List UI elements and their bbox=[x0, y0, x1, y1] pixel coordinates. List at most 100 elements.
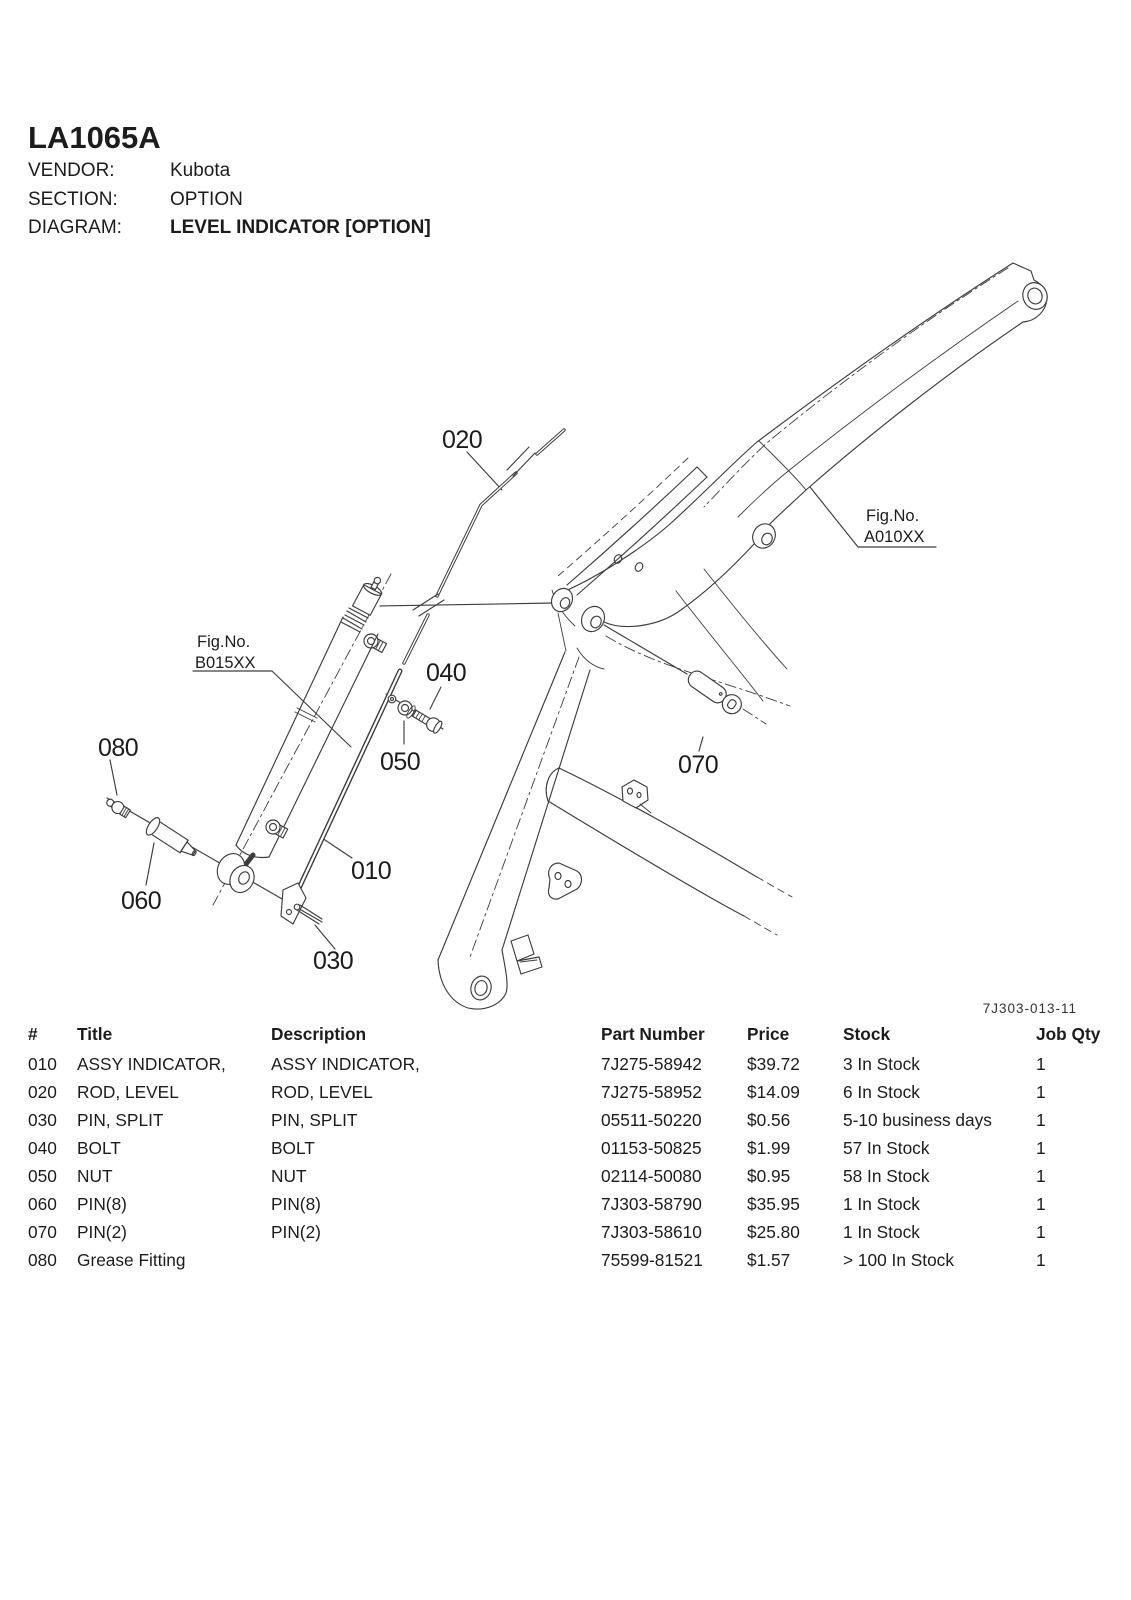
cell-num: 070 bbox=[28, 1221, 57, 1242]
cell-price: $35.95 bbox=[747, 1193, 800, 1214]
cell-stock: 5-10 business days bbox=[843, 1109, 992, 1130]
gland-rings bbox=[340, 607, 369, 633]
cell-description: BOLT bbox=[271, 1137, 315, 1158]
fasteners-040-050 bbox=[387, 694, 443, 734]
level-rod-020 bbox=[402, 428, 566, 665]
callout-labels: 020 040 050 010 030 060 080 070 Fig.No. … bbox=[98, 426, 1077, 1016]
cell-price: $0.56 bbox=[747, 1109, 791, 1130]
nut-050 bbox=[397, 700, 413, 716]
pin-070 bbox=[687, 670, 742, 715]
cell-stock: 1 In Stock bbox=[843, 1193, 920, 1214]
table-row: 030 PIN, SPLIT PIN, SPLIT 05511-50220 $0… bbox=[28, 1106, 1111, 1134]
callout-040: 040 bbox=[426, 659, 466, 687]
table-row: 040 BOLT BOLT 01153-50825 $1.99 57 In St… bbox=[28, 1134, 1111, 1162]
cell-price: $0.95 bbox=[747, 1165, 791, 1186]
cell-stock: 57 In Stock bbox=[843, 1137, 930, 1158]
cell-num: 050 bbox=[28, 1165, 57, 1186]
cell-stock: > 100 In Stock bbox=[843, 1249, 954, 1270]
cell-part-number: 75599-81521 bbox=[601, 1249, 703, 1270]
cell-job-qty: 1 bbox=[1036, 1165, 1046, 1186]
cell-price: $1.99 bbox=[747, 1137, 791, 1158]
bolt-040 bbox=[411, 709, 443, 734]
cell-price: $25.80 bbox=[747, 1221, 800, 1242]
leader-lines bbox=[106, 451, 937, 950]
callout-010: 010 bbox=[351, 857, 391, 885]
col-num: # bbox=[28, 1023, 38, 1044]
fig-label-a-line2: A010XX bbox=[864, 528, 925, 546]
table-row: 050 NUT NUT 02114-50080 $0.95 58 In Stoc… bbox=[28, 1162, 1111, 1190]
cell-description: NUT bbox=[271, 1165, 307, 1186]
cell-part-number: 7J275-58952 bbox=[601, 1081, 702, 1102]
col-part-number: Part Number bbox=[601, 1023, 705, 1044]
cell-price: $14.09 bbox=[747, 1081, 800, 1102]
callout-080: 080 bbox=[98, 734, 138, 762]
cell-num: 020 bbox=[28, 1081, 57, 1102]
vendor-row: VENDOR: Kubota bbox=[28, 157, 431, 186]
section-row: SECTION: OPTION bbox=[28, 186, 431, 215]
cell-stock: 58 In Stock bbox=[843, 1165, 930, 1186]
cell-num: 040 bbox=[28, 1137, 57, 1158]
cell-job-qty: 1 bbox=[1036, 1053, 1046, 1074]
cell-title: ROD, LEVEL bbox=[77, 1081, 179, 1102]
cell-part-number: 01153-50825 bbox=[601, 1137, 702, 1158]
parts-table: # Title Description Part Number Price St… bbox=[28, 1018, 1111, 1274]
cell-description: PIN(8) bbox=[271, 1193, 321, 1214]
cell-job-qty: 1 bbox=[1036, 1193, 1046, 1214]
table-header-row: # Title Description Part Number Price St… bbox=[28, 1018, 1111, 1050]
cell-num: 010 bbox=[28, 1053, 57, 1074]
header-meta: VENDOR: Kubota SECTION: OPTION DIAGRAM: … bbox=[28, 157, 431, 243]
fig-label-a-line1: Fig.No. bbox=[866, 507, 919, 525]
cylinder-assembly bbox=[212, 573, 392, 906]
table-row: 080 Grease Fitting 75599-81521 $1.57 > 1… bbox=[28, 1246, 1111, 1274]
rod-guide-strap bbox=[557, 457, 708, 596]
table-row: 020 ROD, LEVEL ROD, LEVEL 7J275-58952 $1… bbox=[28, 1078, 1111, 1106]
col-price: Price bbox=[747, 1023, 790, 1044]
col-stock: Stock bbox=[843, 1023, 891, 1044]
drawing-number: 7J303-013-11 bbox=[983, 1001, 1077, 1016]
cell-price: $39.72 bbox=[747, 1053, 800, 1074]
parts-diagram-svg: 020 040 050 010 030 060 080 070 Fig.No. … bbox=[98, 262, 1077, 1016]
cell-num: 080 bbox=[28, 1249, 57, 1270]
cell-part-number: 05511-50220 bbox=[601, 1109, 702, 1130]
cell-title: Grease Fitting bbox=[77, 1249, 186, 1270]
vendor-value: Kubota bbox=[170, 160, 231, 181]
cell-title: PIN(2) bbox=[77, 1221, 127, 1242]
cell-num: 060 bbox=[28, 1193, 57, 1214]
cell-stock: 1 In Stock bbox=[843, 1221, 920, 1242]
section-value: OPTION bbox=[170, 188, 243, 210]
cell-title: NUT bbox=[77, 1165, 113, 1186]
parts-diagram: 020 040 050 010 030 060 080 070 Fig.No. … bbox=[0, 250, 1131, 1020]
cell-part-number: 7J303-58610 bbox=[601, 1221, 702, 1242]
cell-description: ROD, LEVEL bbox=[271, 1081, 373, 1102]
section-label: SECTION: bbox=[28, 188, 118, 210]
cell-stock: 6 In Stock bbox=[843, 1081, 920, 1102]
col-title: Title bbox=[77, 1023, 113, 1044]
boom-arm bbox=[562, 262, 1048, 628]
table-row: 060 PIN(8) PIN(8) 7J303-58790 $35.95 1 I… bbox=[28, 1190, 1111, 1218]
cell-job-qty: 1 bbox=[1036, 1109, 1046, 1130]
table-row: 070 PIN(2) PIN(2) 7J303-58610 $25.80 1 I… bbox=[28, 1218, 1111, 1246]
fig-label-b-line1: Fig.No. bbox=[197, 633, 250, 651]
cell-job-qty: 1 bbox=[1036, 1221, 1046, 1242]
cell-price: $1.57 bbox=[747, 1249, 791, 1270]
diagram-label: DIAGRAM: bbox=[28, 217, 122, 238]
diagram-row: DIAGRAM: LEVEL INDICATOR [OPTION] bbox=[28, 214, 431, 243]
cell-part-number: 7J303-58790 bbox=[601, 1193, 702, 1214]
mast-latch bbox=[510, 934, 535, 962]
boom-bushing bbox=[752, 523, 776, 549]
callout-030: 030 bbox=[313, 947, 353, 975]
cell-description: ASSY INDICATOR, bbox=[271, 1053, 420, 1074]
callout-060: 060 bbox=[121, 887, 161, 915]
cross-tube bbox=[545, 767, 793, 936]
col-job-qty: Job Qty bbox=[1036, 1023, 1101, 1044]
cell-description: PIN, SPLIT bbox=[271, 1109, 358, 1130]
cell-stock: 3 In Stock bbox=[843, 1053, 920, 1074]
vendor-label: VENDOR: bbox=[28, 160, 115, 181]
pivot-assembly bbox=[550, 568, 791, 707]
cell-job-qty: 1 bbox=[1036, 1249, 1046, 1270]
cell-title: PIN(8) bbox=[77, 1193, 127, 1214]
grease-fitting-080 bbox=[106, 798, 131, 819]
pin-060 bbox=[145, 817, 197, 857]
cell-job-qty: 1 bbox=[1036, 1081, 1046, 1102]
